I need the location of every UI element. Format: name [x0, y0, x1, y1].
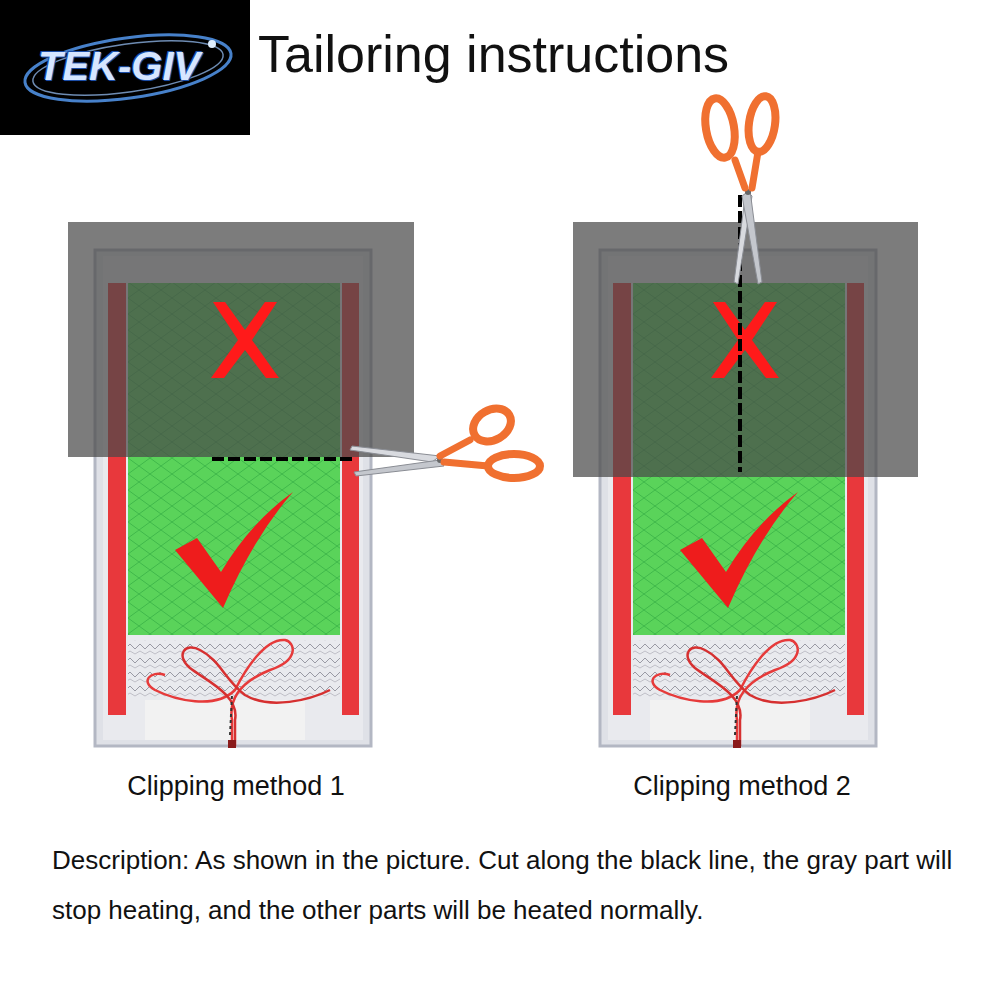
gray-region	[573, 222, 918, 477]
cut-line	[212, 457, 356, 461]
page-title: Tailoring instructions	[258, 28, 729, 80]
scissors	[701, 94, 779, 284]
method-caption: Clipping method 1	[56, 770, 416, 802]
gray-region	[68, 222, 414, 457]
brand-logo: TEK-GIV	[38, 46, 200, 86]
scissors	[350, 402, 540, 478]
logo-panel	[0, 0, 250, 135]
description-text: Description: As shown in the picture. Cu…	[52, 835, 982, 935]
method-caption: Clipping method 2	[562, 770, 922, 802]
